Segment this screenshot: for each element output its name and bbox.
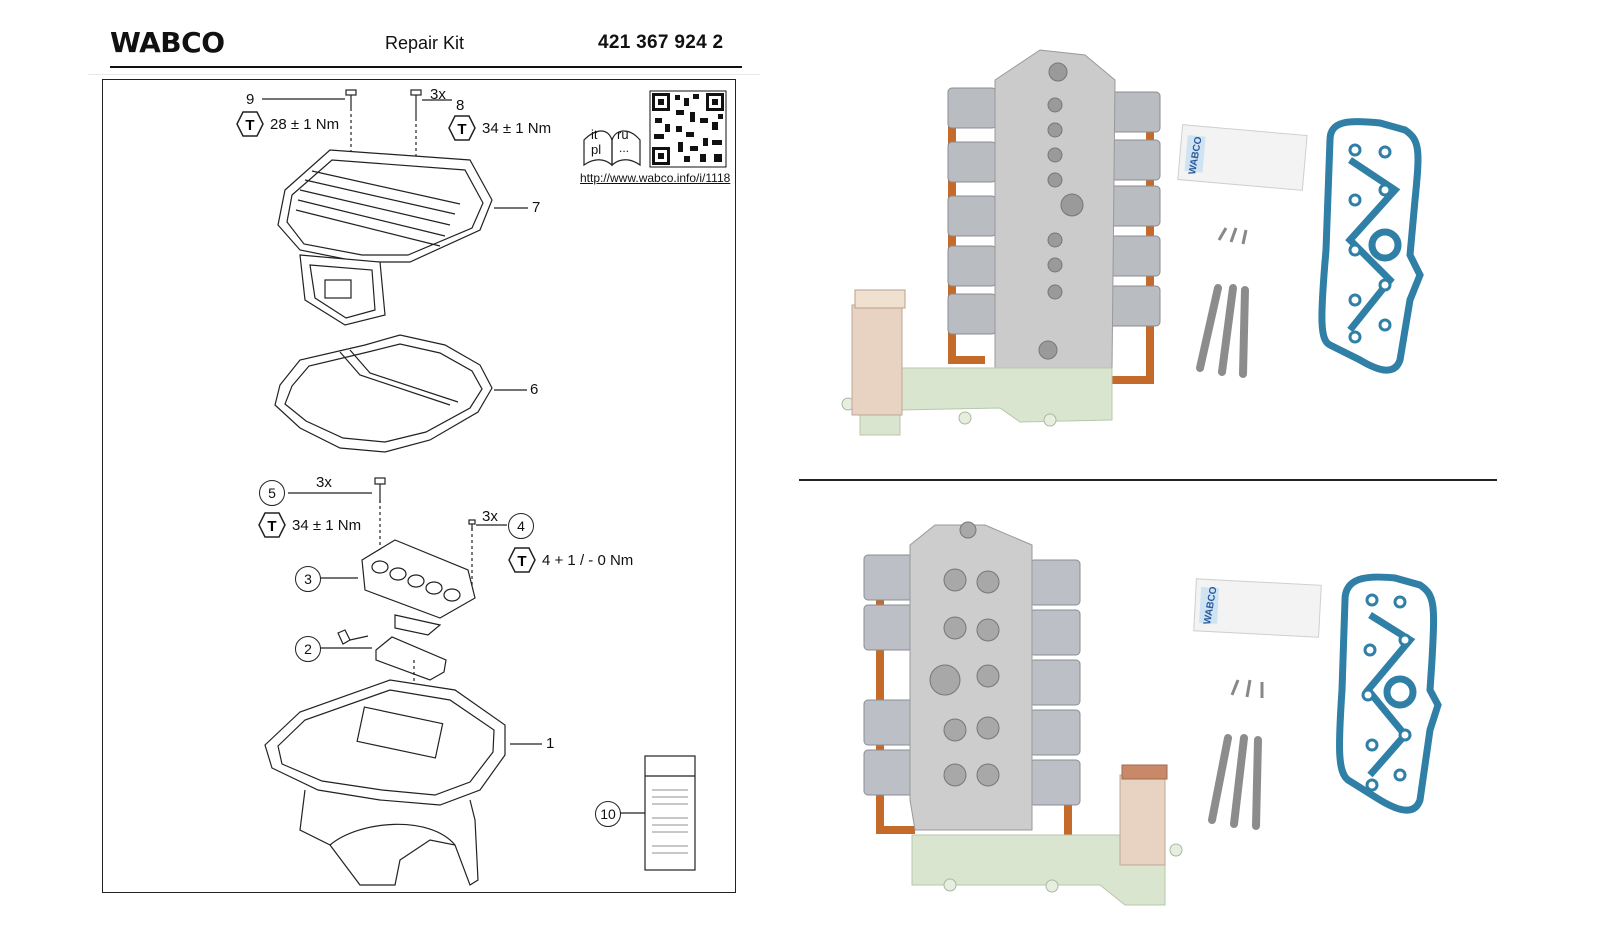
manual-book-icon bbox=[583, 130, 641, 167]
torque-spec-4: T 4 + 1 / - 0 Nm bbox=[508, 547, 633, 573]
callout-4: 4 bbox=[508, 513, 534, 539]
callout-5: 5 bbox=[259, 480, 285, 506]
quantity-4: 3x bbox=[482, 508, 498, 525]
bolt-9-icon bbox=[345, 89, 357, 108]
torque-value-5: 34 ± 1 Nm bbox=[292, 516, 362, 534]
header-rule bbox=[110, 66, 742, 68]
torque-value-4: 4 + 1 / - 0 Nm bbox=[542, 551, 634, 569]
svg-text:T: T bbox=[267, 518, 276, 535]
valve-block-photo-bottom: WABCO bbox=[863, 521, 1442, 906]
svg-text:T: T bbox=[457, 121, 466, 138]
svg-text:T: T bbox=[517, 553, 526, 570]
seal-drawing bbox=[337, 629, 447, 681]
document-title: Repair Kit bbox=[385, 33, 465, 53]
svg-text:T: T bbox=[245, 117, 254, 134]
torque-hex-icon: T bbox=[448, 115, 476, 141]
language-more: ... bbox=[619, 141, 630, 155]
callout-2: 2 bbox=[295, 636, 321, 662]
bolt-8-icon bbox=[410, 89, 422, 118]
quantity-5: 3x bbox=[316, 474, 332, 491]
qr-code-icon bbox=[649, 90, 727, 168]
blue-gasket-bottom bbox=[1336, 573, 1442, 814]
torque-spec-5: T 34 ± 1 Nm bbox=[258, 512, 361, 538]
exploded-drawing bbox=[262, 89, 727, 886]
housing-cover-drawing bbox=[277, 149, 493, 326]
callout-6: 6 bbox=[530, 381, 539, 398]
callout-7: 7 bbox=[532, 199, 541, 216]
callout-8: 8 bbox=[456, 97, 465, 114]
language-pl: pl bbox=[591, 142, 602, 157]
quantity-8: 3x bbox=[430, 86, 446, 103]
transmission-housing-drawing bbox=[264, 679, 506, 886]
language-it: it bbox=[591, 127, 598, 142]
wabco-logo: WABCO bbox=[110, 26, 225, 59]
header-shadow-rule bbox=[88, 74, 760, 75]
gasket-drawing bbox=[274, 334, 493, 453]
photo-divider bbox=[799, 479, 1497, 481]
callout-1: 1 bbox=[546, 735, 555, 752]
valve-block-photo-top: WABCO bbox=[841, 49, 1424, 436]
torque-hex-icon: T bbox=[236, 111, 264, 137]
torque-spec-8: T 34 ± 1 Nm bbox=[448, 115, 551, 141]
callout-9: 9 bbox=[246, 91, 255, 108]
language-ru: ru bbox=[617, 127, 629, 142]
callout-10: 10 bbox=[595, 801, 621, 827]
info-link[interactable]: http://www.wabco.info/i/1118 bbox=[580, 171, 731, 185]
torque-value-8: 34 ± 1 Nm bbox=[482, 119, 552, 137]
torque-hex-icon: T bbox=[258, 512, 286, 538]
solenoid-block-drawing bbox=[361, 539, 476, 636]
part-number: 421 367 924 2 bbox=[598, 32, 724, 53]
blue-gasket-top bbox=[1318, 118, 1424, 374]
grease-sachet-drawing bbox=[644, 755, 696, 871]
bolt-5-icon bbox=[374, 477, 386, 503]
torque-value-9: 28 ± 1 Nm bbox=[270, 115, 340, 133]
screw-4-icon bbox=[468, 519, 476, 530]
torque-spec-9: T 28 ± 1 Nm bbox=[236, 111, 339, 137]
callout-3: 3 bbox=[295, 566, 321, 592]
torque-hex-icon: T bbox=[508, 547, 536, 573]
exploded-drawing-frame bbox=[102, 79, 736, 893]
